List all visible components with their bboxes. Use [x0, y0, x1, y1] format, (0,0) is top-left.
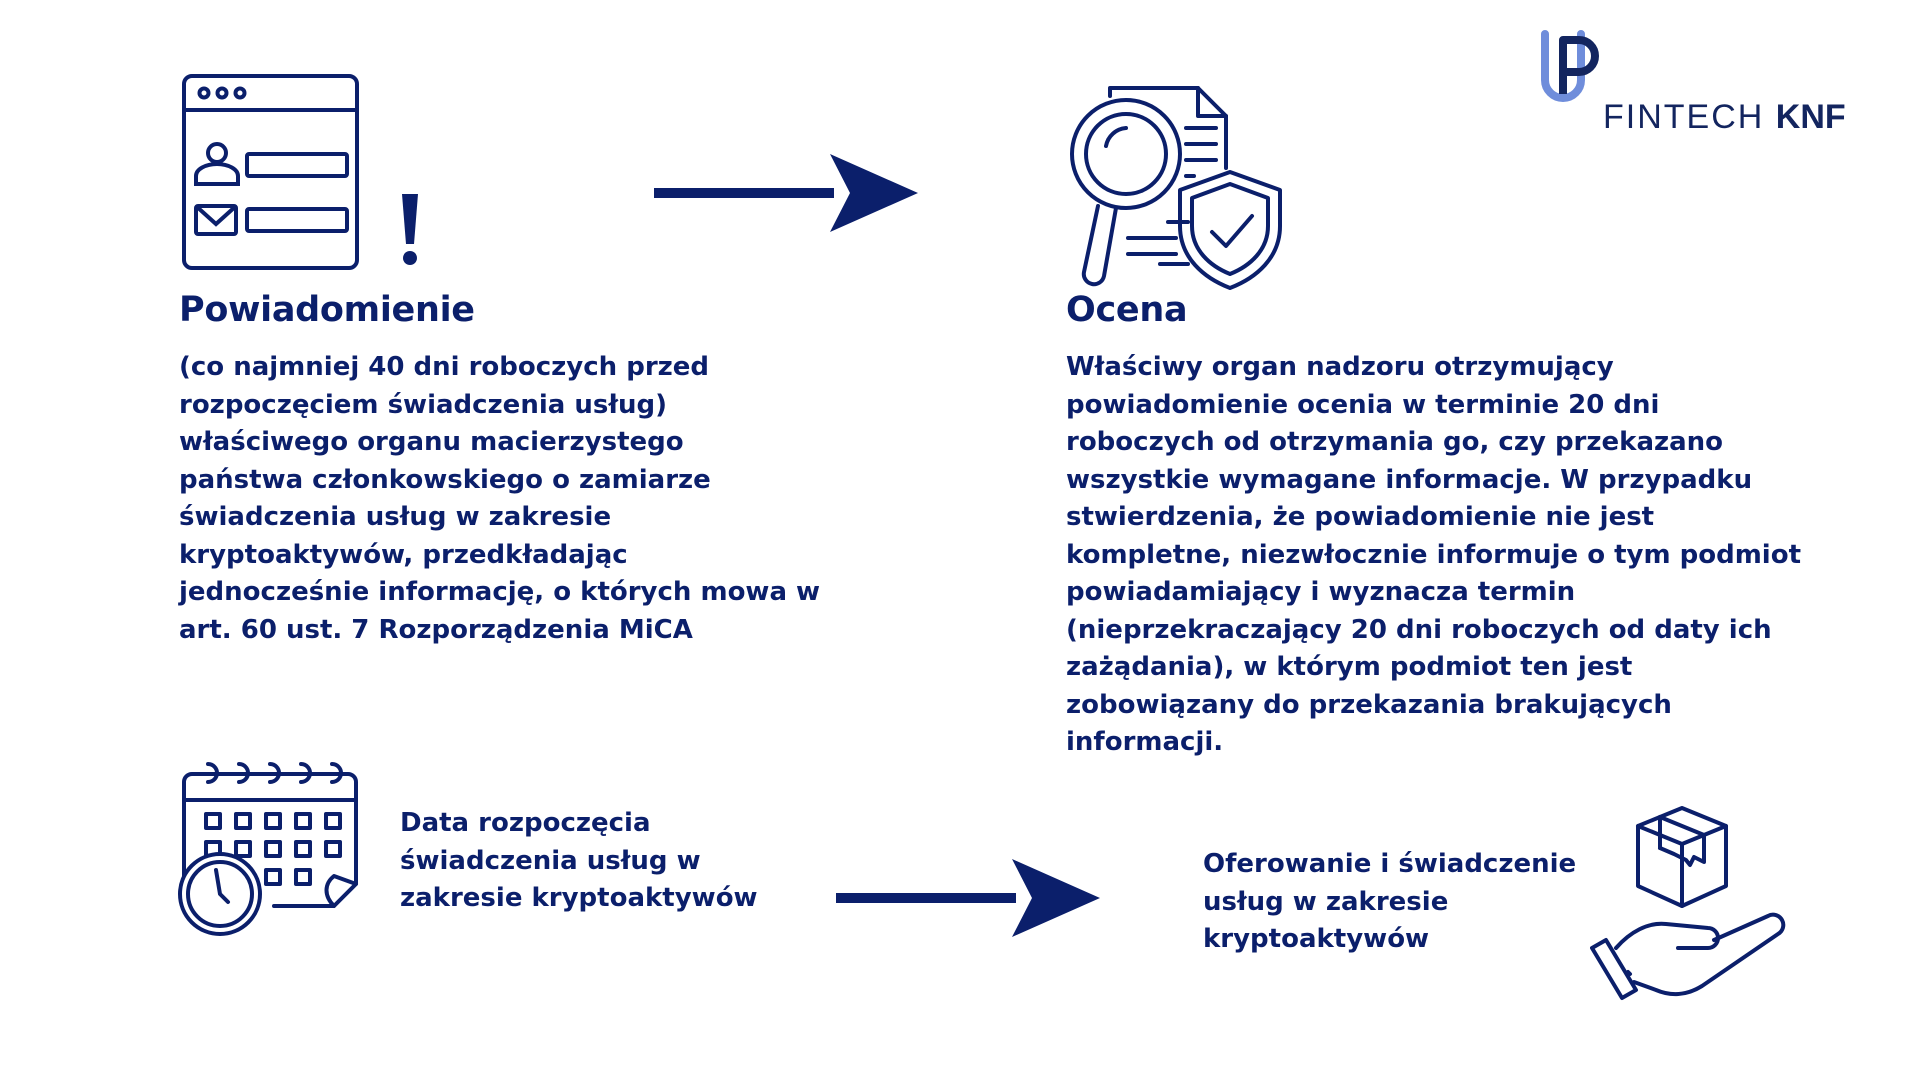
step3-description: Data rozpoczęcia świadczenia usług w zak…	[400, 805, 758, 918]
exclamation-icon	[402, 194, 418, 265]
step1-line: właściwego organu macierzystego	[179, 427, 684, 457]
step4-line: Oferowanie i świadczenie	[1203, 849, 1577, 879]
step2-line: (nieprzekraczający 20 dni roboczych od d…	[1066, 614, 1772, 645]
logo-word-knf: KNF	[1775, 98, 1846, 136]
step3-line: zakresie kryptoaktywów	[400, 883, 758, 913]
calendar-clock-icon	[178, 762, 358, 936]
arrow-right-icon	[654, 154, 918, 232]
step2-line: wszystkie wymagane informacje. W przypad…	[1066, 464, 1753, 495]
step4-line: usług w zakresie	[1203, 886, 1449, 917]
step2-description: Właściwy organ nadzoru otrzymujący powia…	[1066, 349, 1801, 762]
step2-line: zażądania), w którym podmiot ten jest	[1066, 652, 1633, 682]
step2-line: roboczych od otrzymania go, czy przekaza…	[1066, 427, 1724, 457]
step2-line: powiadomienie ocenia w terminie 20 dni	[1066, 389, 1660, 420]
step1-line: rozpoczęciem świadczenia usług)	[179, 389, 667, 420]
step2-heading: Ocena	[1066, 290, 1188, 330]
logo-word-fintech: FINTECH	[1603, 98, 1765, 136]
fintech-knf-logo-mark	[1541, 30, 1599, 102]
document-search-shield-icon	[1070, 86, 1282, 290]
step4-description: Oferowanie i świadczenie usług w zakresi…	[1203, 846, 1576, 959]
hand-box-icon	[1590, 806, 1786, 1000]
notification-form-icon	[182, 74, 359, 270]
step2-line: zobowiązany do przekazania brakujących	[1066, 689, 1672, 720]
step1-heading: Powiadomienie	[179, 290, 475, 330]
step1-line: kryptoaktywów, przedkładając	[179, 539, 628, 570]
step1-line: art. 60 ust. 7 Rozporządzenia MiCA	[179, 614, 693, 645]
step3-line: świadczenia usług w	[400, 845, 701, 876]
step2-line: informacji.	[1066, 727, 1224, 757]
step1-line: (co najmniej 40 dni roboczych przed	[179, 352, 710, 382]
step2-line: kompletne, niezwłocznie informuje o tym …	[1066, 539, 1802, 570]
step4-line: kryptoaktywów	[1203, 924, 1430, 954]
step1-line: świadczenia usług w zakresie	[179, 502, 612, 532]
step2-line: powiadamiający i wyznacza termin	[1066, 577, 1576, 607]
step2-line: stwierdzenia, że powiadomienie nie jest	[1066, 502, 1655, 532]
fintech-knf-wordmark: FINTECH KNF	[1603, 98, 1846, 137]
fintech-knf-logo: FINTECH KNF	[1535, 28, 1895, 140]
step2-line: Właściwy organ nadzoru otrzymujący	[1066, 352, 1614, 382]
step1-line: jednocześnie informację, o których mowa …	[179, 577, 821, 607]
arrow-right-icon	[836, 859, 1100, 937]
step3-line: Data rozpoczęcia	[400, 808, 651, 838]
step1-line: państwa członkowskiego o zamiarze	[179, 464, 711, 495]
step1-description: (co najmniej 40 dni roboczych przed rozp…	[179, 349, 820, 649]
